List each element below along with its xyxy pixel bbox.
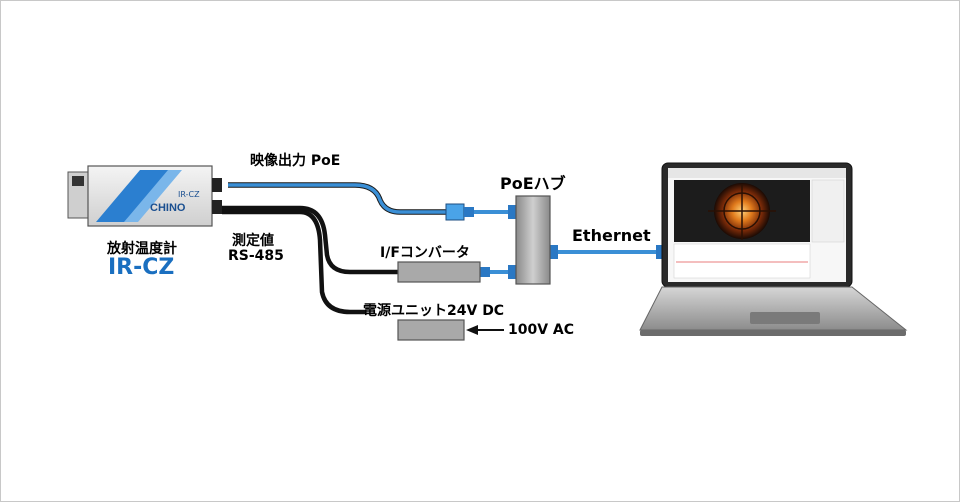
video-out-label: 映像出力 PoE [250, 153, 341, 169]
rs485-cable [222, 205, 398, 275]
laptop-base [639, 286, 908, 331]
measurement-label: 測定値 [232, 233, 274, 249]
ac-arrow-icon [466, 325, 478, 335]
converter-label: I/Fコンバータ [380, 245, 470, 261]
poe-hub [515, 195, 551, 285]
device-name-label: 放射温度計 [107, 241, 177, 257]
device-brand: CHINO [150, 202, 186, 214]
ac-input-label: 100V AC [508, 322, 575, 338]
laptop [639, 162, 908, 336]
device-model-label: IR-CZ [108, 255, 175, 280]
ethernet-label: Ethernet [572, 226, 651, 245]
power-cable [222, 209, 365, 315]
device-panel-model: IR-CZ [178, 190, 200, 199]
thermometer-device [67, 165, 222, 227]
power-unit-box [397, 319, 465, 341]
hub-label: PoEハブ [500, 174, 566, 193]
if-converter-box [397, 261, 481, 283]
rs485-label: RS-485 [228, 248, 284, 264]
poe-inline-connector [445, 203, 465, 221]
power-unit-label: 電源ユニット24V DC [363, 303, 505, 319]
